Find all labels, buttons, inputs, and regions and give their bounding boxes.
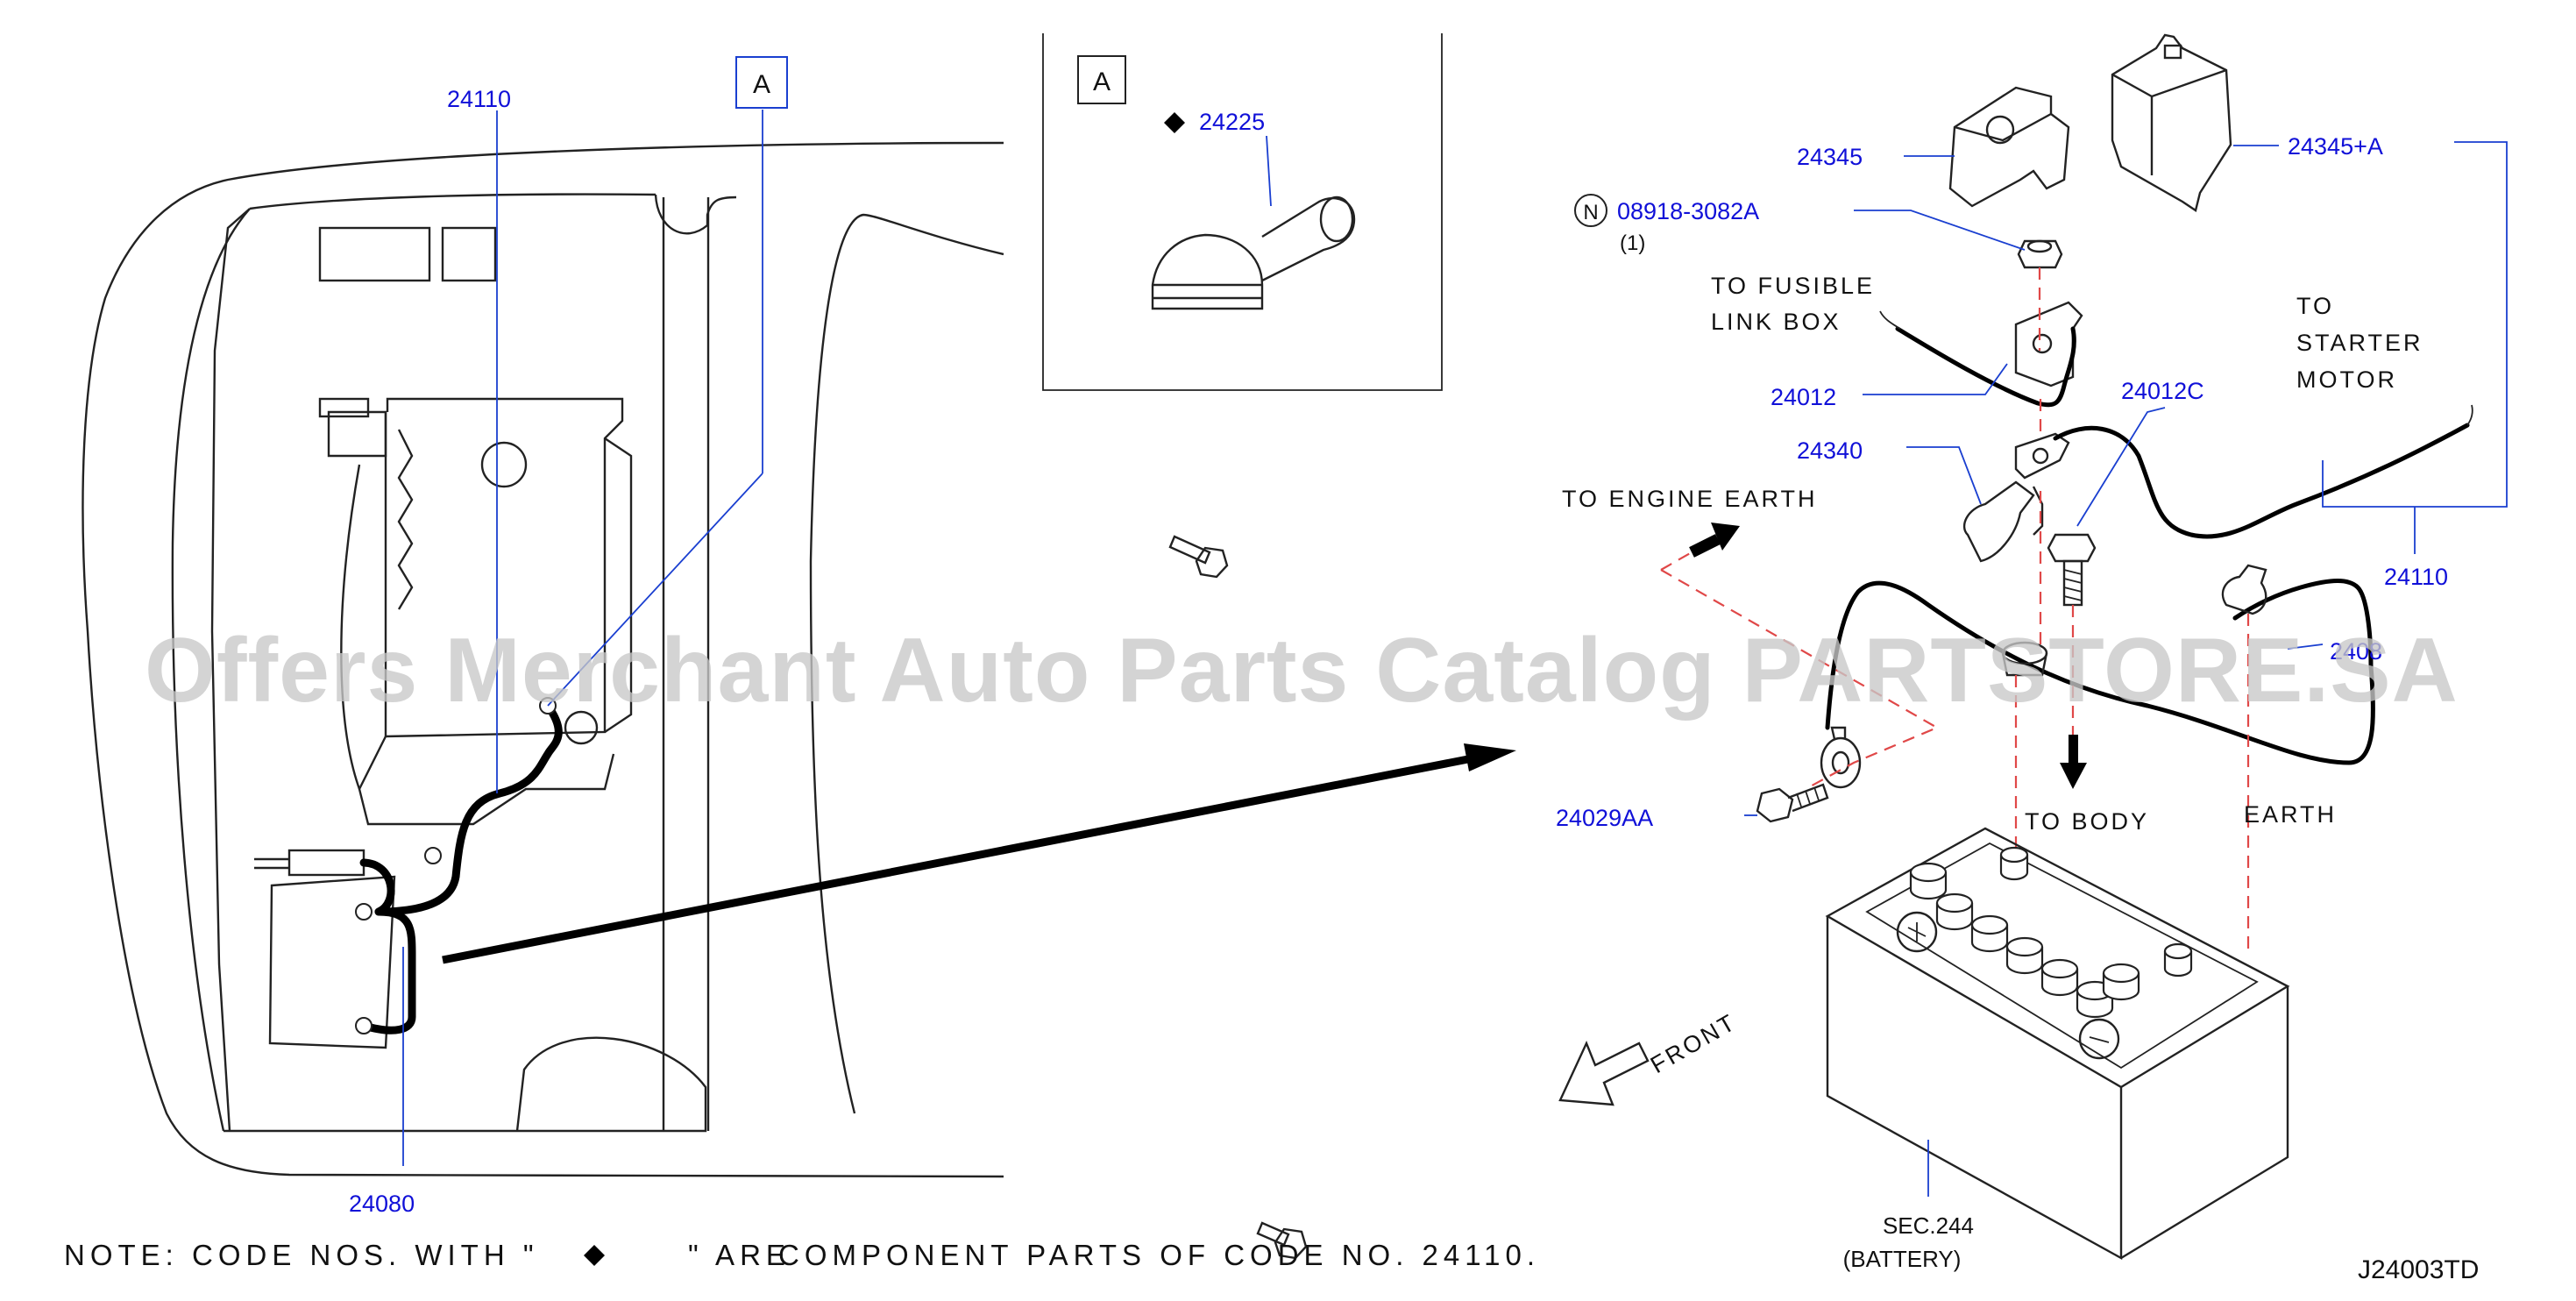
- note-text-part2: " ARE: [688, 1239, 791, 1271]
- inset-view-a-letter: A: [1093, 68, 1111, 96]
- view-a-callout-box: [735, 56, 788, 109]
- label-front: FRONT: [1646, 1008, 1742, 1078]
- part-number-24012: 24012: [1771, 384, 1836, 410]
- engine-earth-arrow: [1689, 523, 1740, 558]
- diagram-code: J24003TD: [2358, 1255, 2479, 1284]
- battery-sec-244: [1825, 827, 2290, 1261]
- label-battery-sec: SEC.244: [1883, 1212, 1974, 1239]
- part-quantity-08918: (1): [1620, 231, 1645, 255]
- part-number-24340: 24340: [1797, 437, 1863, 464]
- label-to-fusible-link-box-2: LINK BOX: [1711, 309, 1842, 335]
- label-to-body: TO BODY: [2025, 808, 2149, 835]
- part-number-08918-3082a: 08918-3082A: [1617, 198, 1759, 224]
- label-to-starter-motor-2: STARTER: [2296, 330, 2423, 356]
- label-to-fusible-link-box-1: TO FUSIBLE: [1711, 273, 1875, 299]
- watermark-text: Offers Merchant Auto Parts Catalog PARTS…: [145, 620, 2459, 722]
- bolt-24029aa: [1756, 783, 1829, 823]
- note-text-part1: NOTE: CODE NOS. WITH ": [64, 1239, 539, 1271]
- label-to-engine-earth: TO ENGINE EARTH: [1562, 486, 1818, 512]
- engine-bay-overview: [82, 110, 1004, 1178]
- note-diamond-icon: [584, 1245, 605, 1266]
- part-number-24080-left: 24080: [349, 1191, 415, 1217]
- loose-bolt-lower: [1256, 1221, 1308, 1260]
- part-number-24345a: 24345+A: [2288, 133, 2383, 160]
- loose-bolt-upper: [1168, 535, 1229, 579]
- label-to-starter-motor-1: TO: [2296, 293, 2334, 319]
- detail-pointer-arrow: [442, 743, 1516, 964]
- label-to-starter-motor-3: MOTOR: [2296, 366, 2397, 393]
- label-battery-name: (BATTERY): [1843, 1246, 1962, 1272]
- part-number-24110-right: 24110: [2384, 564, 2448, 590]
- part-number-24225: 24225: [1199, 109, 1265, 135]
- note-text-part3: COMPONENT PARTS OF CODE NO. 24110.: [778, 1239, 1540, 1271]
- detail-assembly: [1168, 33, 2508, 1261]
- to-body-arrow: [2060, 735, 2087, 789]
- terminal-cover-24345: [1948, 86, 2070, 208]
- part-number-24345: 24345: [1797, 144, 1863, 170]
- nut-symbol-letter: N: [1583, 201, 1598, 224]
- part-number-24029aa: 24029AA: [1556, 805, 1653, 831]
- terminal-cover-24345a: [2111, 33, 2232, 212]
- part-number-24110-left: 24110: [447, 86, 511, 112]
- part-number-24012c: 24012C: [2121, 378, 2204, 404]
- part-number-24080-right: 2408: [2330, 638, 2382, 665]
- nut-symbol-circle: [1574, 194, 1607, 227]
- front-direction-arrow: [1558, 1040, 1650, 1106]
- inset-view-a: [1042, 33, 1443, 391]
- bolt-24012c: [2047, 533, 2097, 607]
- view-a-callout-letter: A: [753, 70, 770, 99]
- label-earth: EARTH: [2244, 801, 2337, 828]
